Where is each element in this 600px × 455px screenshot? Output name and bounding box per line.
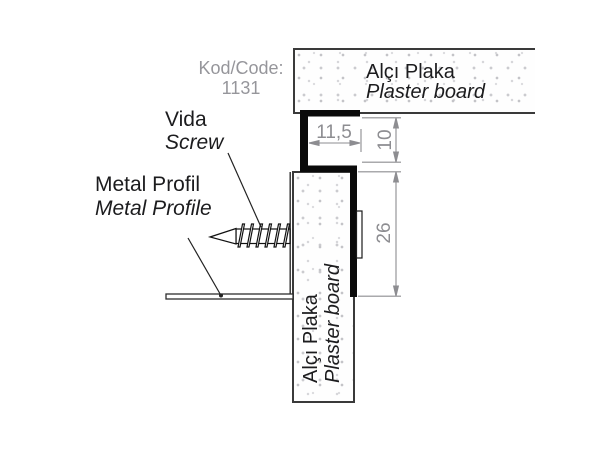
metal-profile-leader-line <box>187 237 222 296</box>
code-label: Kod/Code: 1131 <box>193 58 289 98</box>
plasterboard-side-label-en: Plaster board <box>322 264 344 383</box>
screw-drawing <box>207 223 291 248</box>
dimension-gap-depth: 10 <box>375 129 396 151</box>
code-value: 1131 <box>221 78 261 98</box>
plasterboard-side-label: Alçı Plaka Plaster board <box>300 251 344 383</box>
shadow-gap-profile <box>300 110 360 297</box>
metal-profile-label-en: Metal Profile <box>95 197 212 220</box>
dimension-flange-length: 26 <box>374 222 395 244</box>
dimension-gap-width: 11,5 <box>316 122 352 143</box>
metal-profile-label: Metal Profil Metal Profile <box>95 173 212 221</box>
screw-label-en: Screw <box>165 131 224 154</box>
plasterboard-top <box>293 48 535 114</box>
code-label-text: Kod/Code: <box>198 58 284 78</box>
profile-clip <box>355 210 363 259</box>
plasterboard-top-label-en: Plaster board <box>366 81 485 103</box>
screw-leader-line <box>227 152 262 228</box>
leader-lines <box>187 152 262 296</box>
screw-label-tr: Vida <box>165 108 207 131</box>
leader-dot <box>219 293 223 298</box>
dimension-lines <box>308 117 401 297</box>
plasterboard-top-label-tr: Alçı Plaka <box>366 61 455 83</box>
screw-label: Vida Screw <box>165 108 223 154</box>
plasterboard-top-label: Alçı Plaka Plaster board <box>366 62 485 102</box>
metal-profile-label-tr: Metal Profil <box>95 173 201 196</box>
plasterboard-side-label-tr: Alçı Plaka <box>300 294 322 383</box>
